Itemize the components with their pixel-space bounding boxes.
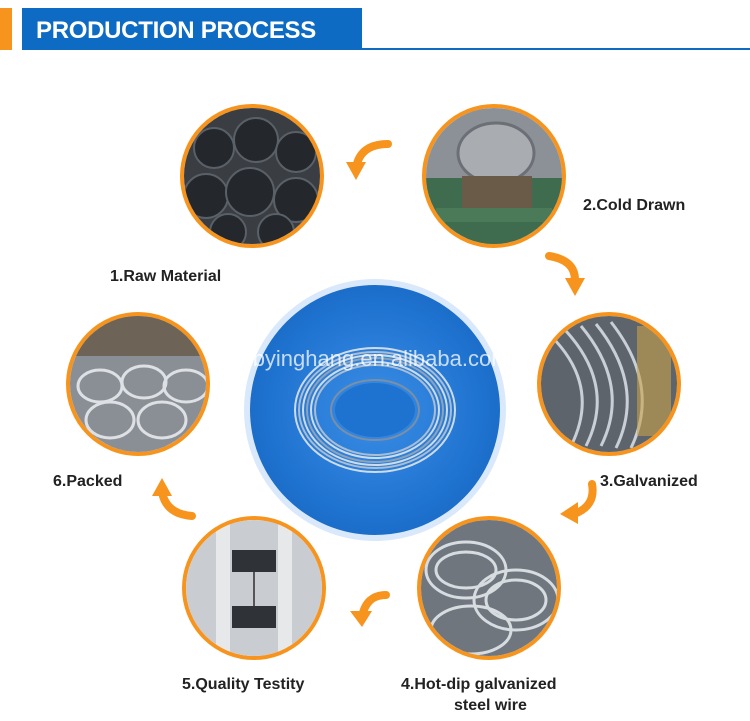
step-quality-test-image [182, 516, 326, 660]
arrow-2-to-1-icon [346, 140, 392, 180]
step-galvanized-image [537, 312, 681, 456]
step-label-packed: 6.Packed [53, 473, 123, 490]
center-product-image [250, 285, 500, 535]
step-raw-material-image [180, 104, 324, 248]
step-cold-drawn-image [422, 104, 566, 248]
arrow-4-to-5-icon [350, 591, 390, 627]
step-label-hot-dip-line1: 4.Hot-dip galvanized [401, 676, 557, 693]
watermark-text: hbyinghang.en.alibaba.com [240, 346, 510, 371]
step-label-hot-dip-line2: steel wire [454, 697, 527, 714]
arrow-5-to-6-icon [152, 478, 196, 520]
packed-coils-photo [70, 316, 206, 452]
wire-coil-illustration [294, 347, 456, 473]
step-packed-image [66, 312, 210, 456]
header-divider [362, 48, 750, 50]
drawing-machine-photo [426, 108, 562, 244]
step-label-raw-material: 1.Raw Material [110, 268, 222, 285]
arrow-3-to-4-icon [560, 480, 597, 524]
tensile-tester-photo [186, 520, 322, 656]
hot-dip-coils-photo [421, 520, 557, 656]
galvanized-wire-photo [541, 316, 677, 452]
header-accent-bar [0, 8, 12, 50]
steel-rod-coils-photo [184, 108, 320, 244]
step-label-cold-drawn: 2.Cold Drawn [583, 197, 686, 214]
step-label-galvanized: 3.Galvanized [600, 473, 698, 490]
page-title: PRODUCTION PROCESS [36, 17, 316, 44]
header-banner: PRODUCTION PROCESS [22, 8, 362, 50]
arrow-2-to-3-icon [545, 252, 585, 296]
step-hot-dip-image [417, 516, 561, 660]
step-label-quality-test: 5.Quality Testity [182, 676, 305, 693]
